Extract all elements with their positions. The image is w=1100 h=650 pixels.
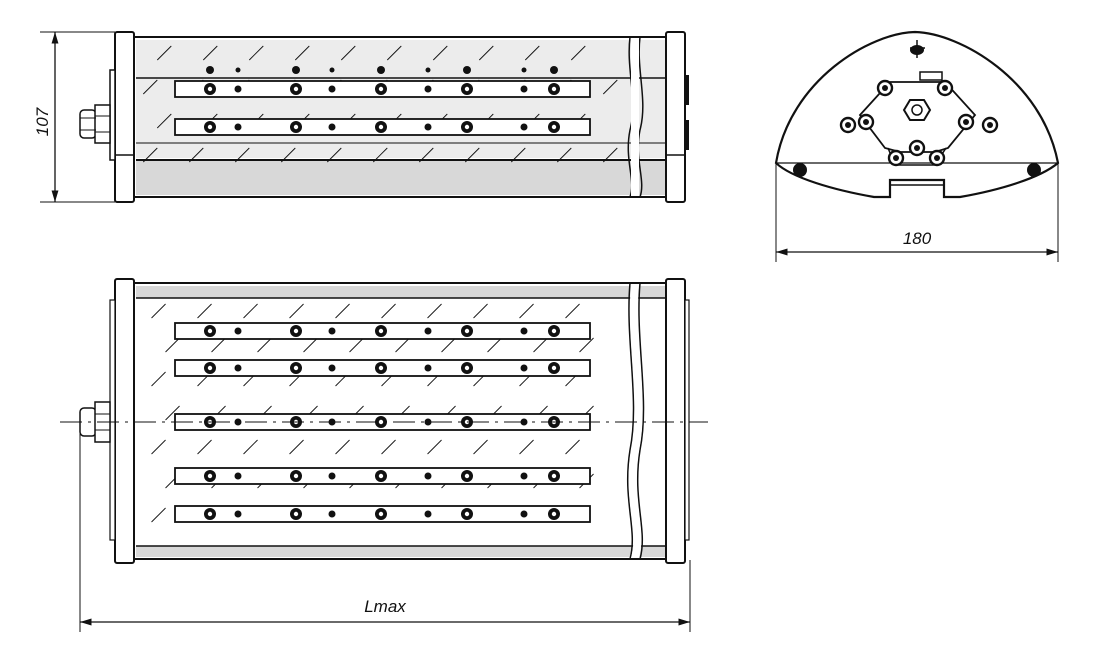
width-dimension: 180 — [775, 163, 1059, 262]
side-view-led-strips — [174, 66, 591, 136]
led-strip — [174, 359, 591, 377]
end-view-bolts — [839, 79, 999, 167]
led-strip — [174, 505, 591, 523]
led-small — [424, 472, 432, 480]
led-strip — [174, 467, 591, 485]
side-view-break-line — [637, 36, 644, 198]
length-dimension-label: Lmax — [364, 597, 406, 616]
led-strip — [174, 322, 591, 340]
led-small — [234, 510, 242, 518]
led-small — [424, 123, 432, 131]
led-small — [520, 85, 528, 93]
led-small — [424, 364, 432, 372]
led-small — [234, 85, 242, 93]
led-small — [328, 327, 336, 335]
led-small — [328, 85, 336, 93]
led-small — [328, 364, 336, 372]
side-view-end-cap-left — [114, 31, 135, 203]
side-view-cable-gland — [79, 104, 111, 144]
led-small — [520, 327, 528, 335]
height-dimension-label: 107 — [33, 107, 52, 136]
mounting-hole-left — [793, 163, 807, 177]
led-small — [234, 327, 242, 335]
led-small — [234, 123, 242, 131]
mounting-hole-right — [1027, 163, 1041, 177]
led-small — [520, 123, 528, 131]
led-small — [424, 85, 432, 93]
width-dimension-label: 180 — [903, 229, 932, 248]
led-small — [424, 510, 432, 518]
led-small — [234, 364, 242, 372]
length-dimension: Lmax — [79, 422, 691, 632]
led-small — [328, 123, 336, 131]
front-view-end-cap-left — [114, 278, 135, 564]
led-small — [520, 510, 528, 518]
front-view: Lmax — [60, 278, 708, 632]
side-view-lens — [136, 40, 666, 158]
side-view-lower-housing — [136, 160, 666, 195]
led-strip — [174, 118, 591, 136]
led-small — [424, 327, 432, 335]
led-small — [424, 418, 432, 426]
led-small — [234, 472, 242, 480]
front-view-break-line — [626, 282, 635, 560]
led-small — [328, 472, 336, 480]
side-view: 107 — [33, 31, 689, 203]
end-view: 180 — [774, 30, 1060, 262]
height-dimension: 107 — [33, 31, 115, 203]
front-view-break-line — [636, 282, 645, 560]
front-view-end-cap-right — [665, 278, 686, 564]
side-view-end-cap-right — [665, 31, 686, 203]
led-small — [520, 472, 528, 480]
led-small — [328, 510, 336, 518]
led-strip — [174, 80, 591, 98]
led-small — [520, 364, 528, 372]
